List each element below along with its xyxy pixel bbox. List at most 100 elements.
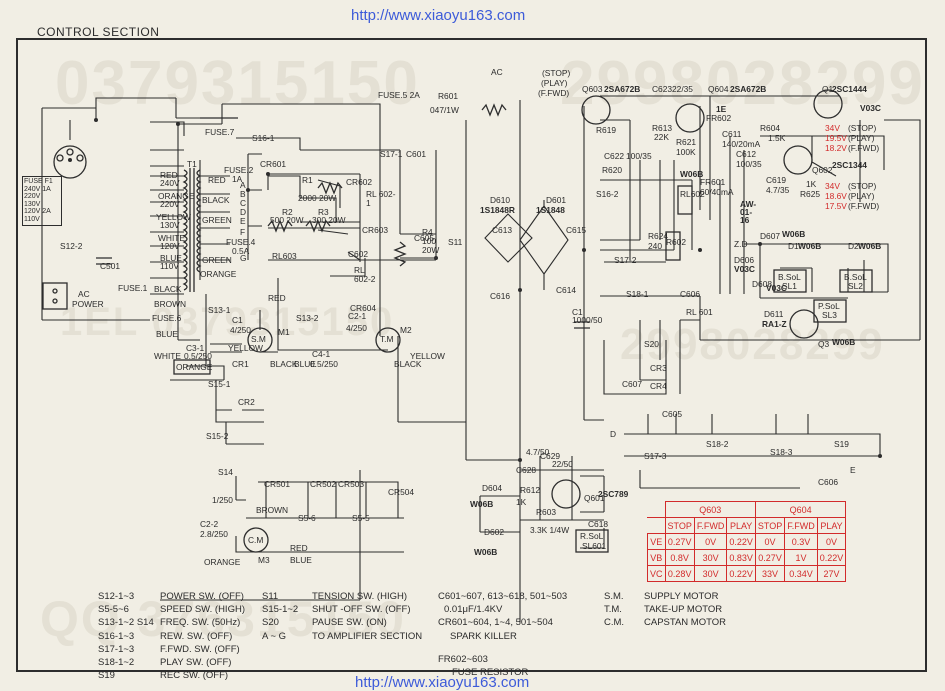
q1-part: 2SC1444 — [832, 84, 867, 94]
fuse-f1-line-3: 130V — [24, 200, 41, 208]
wire-green-b: GREEN — [202, 215, 232, 225]
sl1-label: SL1 — [782, 281, 797, 291]
table-group-q603: Q603 — [664, 501, 756, 518]
cell: 0.8V — [664, 549, 695, 566]
terminal-f: F — [240, 227, 246, 237]
cr504-label: CR504 — [388, 487, 415, 497]
legend-line: SPARK KILLER — [450, 630, 517, 642]
r603-value: 3.3K 1/4W — [530, 525, 570, 535]
q601-part: 2SC789 — [598, 489, 629, 499]
c601-label: C601 — [406, 149, 427, 159]
r624-value: 240 — [648, 241, 662, 251]
legend-motors: S.M.SUPPLY MOTOR T.M.TAKE-UP MOTOR C.M.C… — [604, 590, 726, 630]
cr503-label: CR503 — [338, 479, 365, 489]
q3-label: Q3 — [818, 339, 830, 349]
s18-2-label: S18-2 — [706, 439, 729, 449]
cell: 0.34V — [784, 565, 818, 582]
c606b-label: C606 — [818, 477, 839, 487]
cr604-label: CR604 — [350, 303, 377, 313]
watermark-1: 0379315150 — [55, 49, 420, 118]
q1-state-ffwd: (F.FWD) — [848, 143, 880, 153]
fuse4-rating: 0.5A — [232, 246, 250, 256]
terminal-d2: D — [610, 429, 617, 439]
c1-value: 4/250 — [230, 325, 251, 335]
t1-label: T1 — [187, 159, 197, 169]
c606-label: C606 — [680, 289, 701, 299]
rl601-label: RL 601 — [686, 307, 713, 317]
play-label: (PLAY) — [541, 78, 568, 88]
m2-label: M2 — [400, 325, 412, 335]
s11-label: S11 — [448, 237, 463, 247]
d601-label: D601 — [546, 195, 567, 205]
c602-label: C602 — [348, 249, 369, 259]
r621-value: 100K — [676, 147, 696, 157]
legend-line: 0.01μF/1.4KV — [444, 604, 503, 616]
zd-label: Z.D — [734, 239, 748, 249]
wire-orange-box: ORANGE — [176, 362, 213, 372]
black-m-label: BLACK — [270, 359, 298, 369]
cr3-label: CR3 — [650, 363, 667, 373]
q602-label: Q602 — [812, 165, 833, 175]
c623-label: C623 — [652, 84, 673, 94]
c629-label: C629 — [540, 451, 561, 461]
bottom-url[interactable]: http://www.xiaoyu163.com — [355, 674, 530, 691]
d604-part: W06B — [470, 499, 494, 509]
blue-cm-label: BLUE — [290, 555, 312, 565]
top-url[interactable]: http://www.xiaoyu163.com — [351, 7, 526, 24]
cell: 0.27V — [754, 549, 786, 566]
r1-value: 2000 20W — [298, 193, 337, 203]
c619-value: 4.7/35 — [766, 185, 790, 195]
r624-label: R624 — [648, 231, 669, 241]
cell: 30V — [693, 565, 728, 582]
c611-label: C611 — [722, 129, 742, 139]
m1-label: M1 — [278, 327, 290, 337]
q2-voltage-stop: 34V — [825, 181, 840, 191]
c2-1-label: C2-1 — [348, 311, 367, 321]
legend-components: C601~607, 613~618, 501~503 0.01μF/1.4KV … — [438, 590, 567, 679]
bsol1-label: B.SoL — [778, 272, 801, 282]
c618-label: C618 — [588, 519, 609, 529]
fuse-f1-line-4: 120V 2A — [24, 208, 51, 216]
r3-label: R3 — [318, 207, 329, 217]
row-label: VC — [647, 565, 666, 582]
orange-cm-label: ORANGE — [204, 557, 241, 567]
c622-value: 100/35 — [626, 151, 652, 161]
d602-label: D602 — [484, 527, 505, 537]
r613-value: 22K — [654, 132, 669, 142]
cell: 0.22V — [726, 565, 756, 582]
row-label: VE — [647, 533, 666, 550]
q2-state-ffwd: (F.FWD) — [848, 201, 880, 211]
d2-part: W06B — [858, 241, 882, 251]
cell: 0V — [754, 533, 786, 550]
d604-label: D604 — [482, 483, 503, 493]
table-col-stop: STOP — [664, 517, 695, 534]
table-row: VB 0.8V 30V 0.83V 0.27V 1V 0.22V — [647, 549, 847, 566]
r2-value: 500 20W — [270, 215, 304, 225]
red-m-label: RED — [268, 293, 286, 303]
fuse-f1-line-5: 110V — [24, 215, 40, 223]
c612-label: C612 — [736, 149, 757, 159]
table-col-ffwd: F.FWD — [784, 517, 818, 534]
d611-label: D611 — [764, 309, 784, 319]
wire-red-b: RED — [208, 175, 226, 185]
c2-2-label: C2-2 — [200, 519, 219, 529]
volt-130: 130V — [160, 220, 180, 230]
q1-state-play: (PLAY) — [848, 133, 875, 143]
stop-label: (STOP) — [542, 68, 571, 78]
fuse2-rating: 1A — [232, 174, 243, 184]
d606-part: V03C — [734, 264, 755, 274]
wire-orange-2: ORANGE — [200, 269, 237, 279]
cell: 0V — [693, 533, 728, 550]
terminal-d: D — [240, 207, 247, 217]
volt-240: 240V — [160, 178, 180, 188]
q601-label: Q601 — [584, 493, 605, 503]
c628-value: 4.7/50 — [526, 447, 550, 457]
fuse-f1-line-2: 220V — [24, 193, 41, 201]
r613-label: R613 — [652, 123, 673, 133]
d608-part: V03C — [766, 283, 787, 293]
